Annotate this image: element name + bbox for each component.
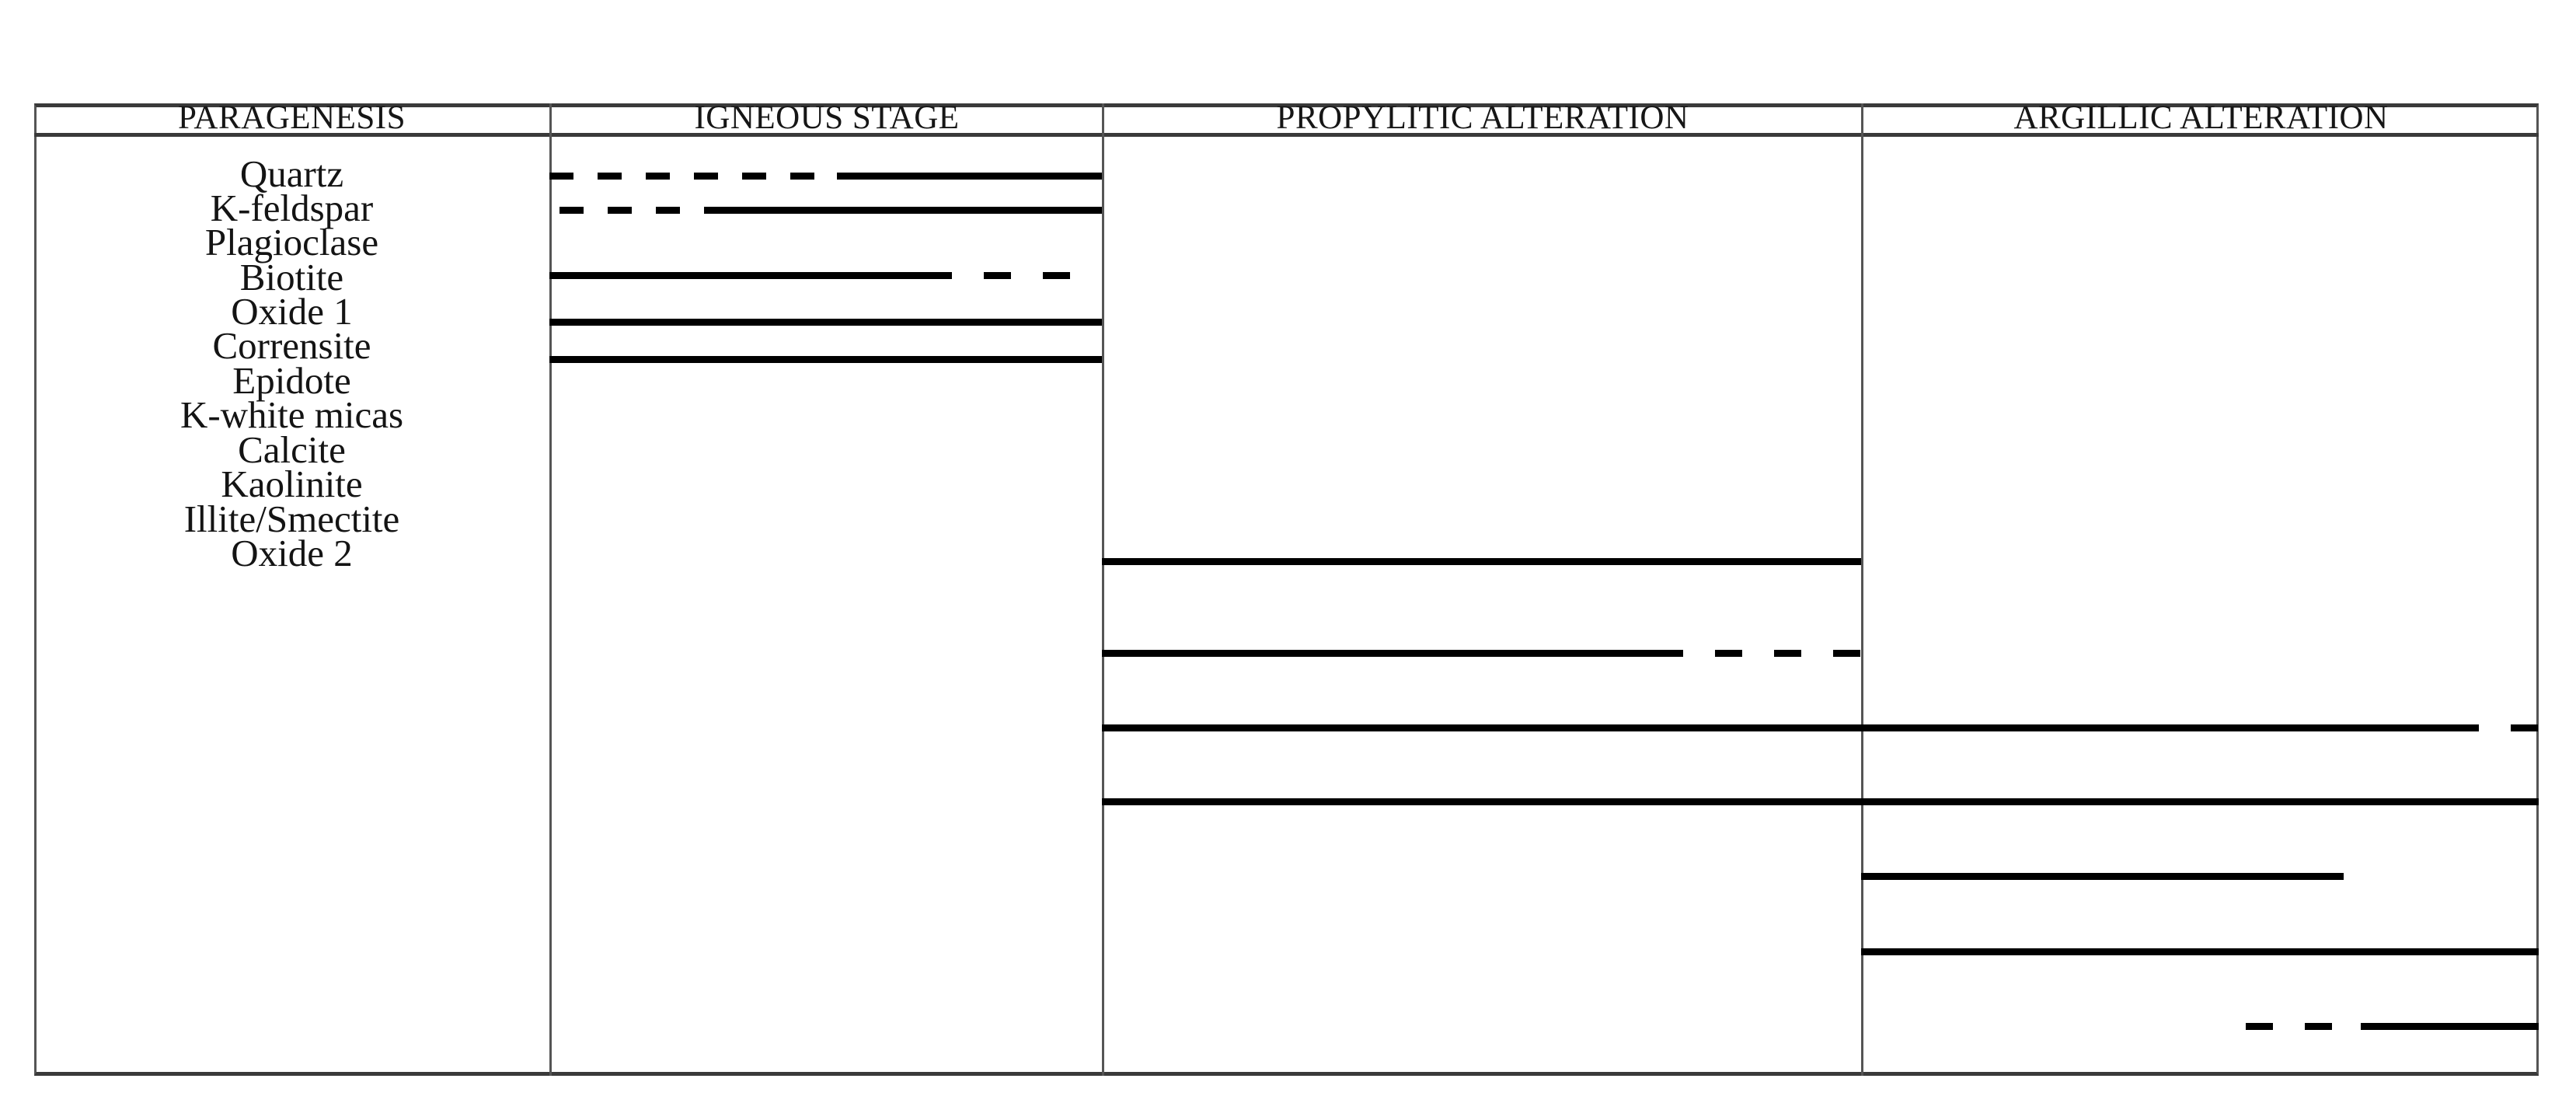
column-header-igneous-stage: IGNEOUS STAGE [694, 99, 960, 136]
mineral-label-kaolinite: Kaolinite [221, 462, 363, 505]
mineral-label-corrensite: Corrensite [212, 324, 371, 367]
column-header-argillic-alteration: ARGILLIC ALTERATION [2013, 99, 2389, 136]
table-frame [34, 103, 2539, 1076]
mineral-label-epidote: Epidote [232, 359, 351, 402]
mineral-label-quartz: Quartz [239, 152, 344, 195]
mineral-label-oxide-2: Oxide 2 [231, 532, 353, 574]
table-header-row: PARAGENESIS IGNEOUS STAGE PROPYLITIC ALT… [34, 99, 2539, 136]
header-bottom-rule [34, 133, 2539, 137]
mineral-label-illite-smectite: Illite/Smectite [183, 497, 400, 540]
mineral-label-plagioclase: Plagioclase [204, 221, 379, 264]
mineral-label-column: Quartz K-feldspar Plagioclase Biotite Ox… [34, 137, 549, 1072]
mineral-label-k-white-micas: K-white micas [180, 393, 404, 436]
column-divider-propylitic-argillic [1861, 103, 1863, 1076]
column-header-paragenesis: PARAGENESIS [177, 99, 406, 136]
mineral-label-calcite: Calcite [238, 428, 346, 471]
column-divider-igneous-propylitic [1102, 103, 1104, 1076]
mineral-label-biotite: Biotite [239, 256, 344, 298]
mineral-label-k-feldspar: K-feldspar [210, 187, 374, 229]
mineral-label-oxide-1: Oxide 1 [231, 290, 353, 333]
column-divider-paragenesis-igneous [549, 103, 552, 1076]
column-header-propylitic-alteration: PROPYLITIC ALTERATION [1276, 99, 1689, 136]
